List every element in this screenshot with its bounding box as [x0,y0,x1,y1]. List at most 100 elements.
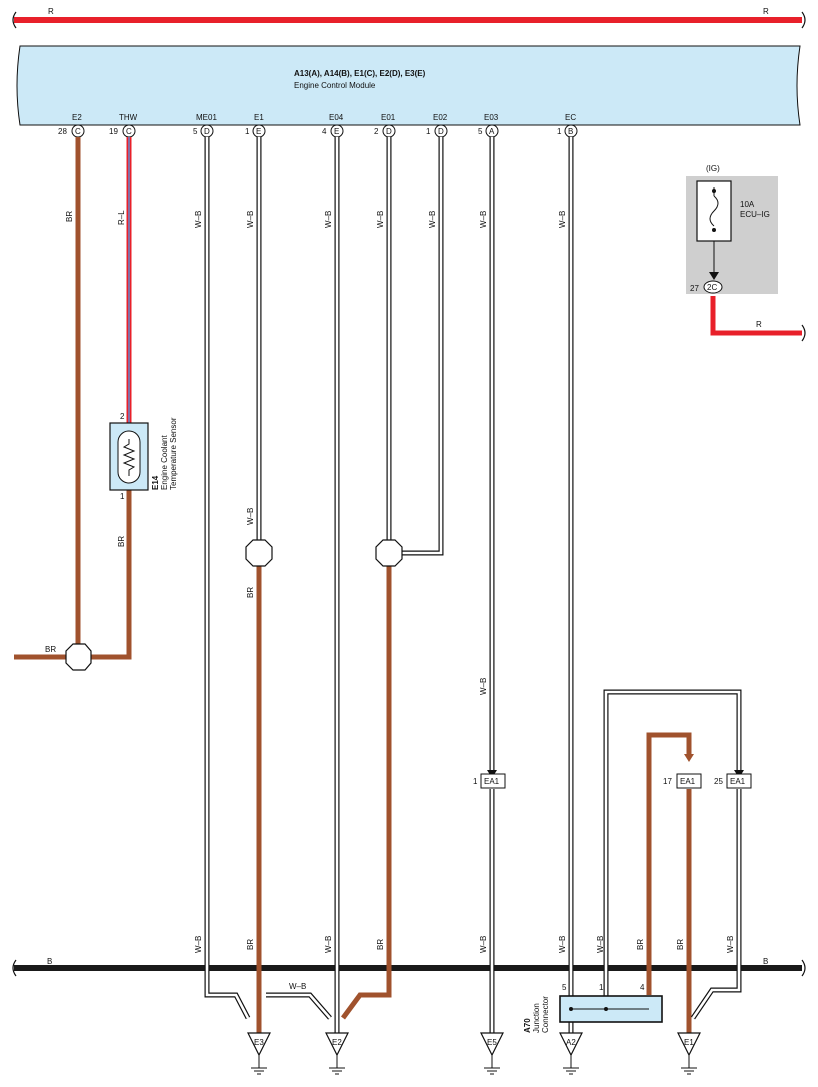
splice-br-left [65,643,92,671]
svg-text:5: 5 [193,127,198,136]
wire-label-wb-e03: W–B [479,211,488,228]
wire-label-wb-bottom-6: W–B [726,936,735,953]
junction-pin-1: 1 [599,983,604,992]
ground-e5: E5 [480,1032,504,1075]
svg-text:E: E [256,127,261,136]
svg-text:5: 5 [478,127,483,136]
svg-text:28: 28 [58,127,67,136]
svg-text:25: 25 [714,777,723,786]
svg-text:E1: E1 [684,1038,694,1047]
wire-label-wb-ec: W–B [558,211,567,228]
wire-label-wb-bottom-4: W–B [558,936,567,953]
svg-text:THW: THW [119,113,138,122]
wb-wires [204,137,742,1033]
svg-text:E02: E02 [433,113,448,122]
ground-e1: E1 [677,1032,701,1075]
svg-text:2: 2 [374,127,379,136]
coolant-temp-sensor: 2 1 E14 Engine Coolant Temperature Senso… [109,412,178,501]
ecm-name: Engine Control Module [294,81,376,90]
svg-text:EA1: EA1 [680,777,696,786]
svg-text:1: 1 [245,127,250,136]
wire-label-wb-e2-jumper: W–B [289,982,306,991]
svg-text:D: D [204,127,210,136]
splice-points [65,539,403,671]
sensor-name-line1: Engine Coolant [160,435,169,490]
svg-text:E: E [334,127,339,136]
svg-text:1: 1 [426,127,431,136]
fuse-wire-label: R [756,320,762,329]
wire-label-wb-bottom-5: W–B [596,936,605,953]
wire-label-wb-bottom-1: W–B [194,936,203,953]
junction-pin-4: 4 [640,983,645,992]
svg-text:17: 17 [663,777,672,786]
svg-text:A: A [489,127,495,136]
wire-label-br-bottom-2: BR [376,939,385,950]
wire-label-wb-e03-lower: W–B [479,678,488,695]
junction-name-line1: Junction [532,1003,541,1033]
wire-label-wb-bottom-3: W–B [479,936,488,953]
wire-label-wb-e04: W–B [324,211,333,228]
ground-bus-b: B B [12,957,806,977]
svg-text:E04: E04 [329,113,344,122]
wire-label-wb-e1: W–B [246,211,255,228]
wire-label-br-e1: BR [246,587,255,598]
wire-label-br-bottom-3: BR [636,939,645,950]
red-wires [126,137,806,423]
fuse-rating: 10A [740,200,755,209]
wire-label-wb-e01: W–B [376,211,385,228]
ea1-connector-1: 1 EA1 [473,770,506,789]
wire-label-rl-thw: R–L [117,210,126,225]
ground-points: E3 E2 E5 A2 E1 [247,1032,701,1075]
svg-text:A2: A2 [566,1038,576,1047]
wire-label-wb-e02: W–B [428,211,437,228]
fuse-ecu-ig: (IG) 10A ECU–IG 27 2C R [686,164,778,329]
svg-text:E03: E03 [484,113,499,122]
svg-text:EC: EC [565,113,576,122]
engine-control-module: A13(A), A14(B), E1(C), E2(D), E3(E) Engi… [16,45,801,126]
svg-text:C: C [75,127,81,136]
ground-bus-label-left: B [47,957,52,966]
ground-bus-label-right: B [763,957,768,966]
svg-text:E5: E5 [487,1038,497,1047]
wire-label-wb-me01: W–B [194,211,203,228]
wire-label-br-bottom-1: BR [246,939,255,950]
sensor-id: E14 [151,475,160,490]
ground-e3: E3 [247,1032,271,1075]
ground-a2: A2 [559,1032,583,1075]
svg-text:EA1: EA1 [484,777,500,786]
wire-label-wb-e1-lower: W–B [246,508,255,525]
svg-text:B: B [568,127,573,136]
svg-text:1: 1 [557,127,562,136]
splice-e01 [375,539,403,567]
ground-e2: E2 [325,1032,349,1075]
svg-text:ME01: ME01 [196,113,217,122]
wire-label-br-bottom-4: BR [676,939,685,950]
top-power-bus: R R [12,7,806,29]
top-bus-label-right: R [763,7,769,16]
sensor-name-line2: Temperature Sensor [169,417,178,490]
top-bus-label-left: R [48,7,54,16]
svg-text:E2: E2 [72,113,82,122]
svg-text:D: D [386,127,392,136]
junction-connector-a70: 5 1 4 A70 Junction Connector [523,983,663,1033]
ea1-connectors: 1 EA1 17 EA1 25 EA1 [473,754,752,789]
wire-label-br-e2: BR [65,211,74,222]
svg-text:E01: E01 [381,113,396,122]
wire-label-br-sensor: BR [117,536,126,547]
svg-text:C: C [126,127,132,136]
svg-text:19: 19 [109,127,118,136]
ea1-connector-25: 25 EA1 [714,770,752,789]
ecm-connectors: A13(A), A14(B), E1(C), E2(D), E3(E) [294,69,426,78]
wire-labels: BR R–L BR BR W–B W–B W–B W–B W–B W–B W–B… [45,210,735,991]
splice-e1 [245,539,273,567]
